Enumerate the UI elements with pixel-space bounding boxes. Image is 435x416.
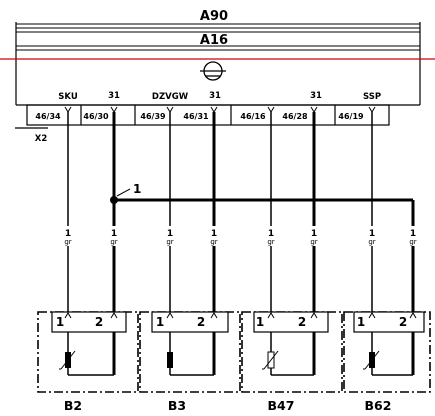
signal-label: DZVGW [152, 92, 189, 102]
connector-label: X2 [35, 134, 48, 144]
pin-label: 2 [298, 315, 306, 329]
component-label: B2 [64, 398, 82, 413]
pin-number: 46/16 [240, 112, 266, 121]
module-frame [0, 22, 435, 106]
junction-label: 1 [133, 182, 141, 196]
pin-number: 46/39 [140, 112, 166, 121]
sensor-b47: 1 2 [241, 311, 343, 393]
connector-block [15, 104, 390, 129]
wire-color: gr [110, 238, 117, 246]
sensor-b3: 1 2 [139, 311, 241, 393]
pin-number: 46/34 [35, 112, 61, 121]
wire-number: 1 [311, 229, 317, 239]
pin-label: 2 [95, 315, 103, 329]
signal-label: 31 [310, 91, 322, 101]
sensor-b62: 1 2 [343, 311, 431, 393]
pin-number: 46/31 [183, 112, 209, 121]
wire-color: gr [166, 238, 173, 246]
wire-color: gr [64, 238, 71, 246]
wire-number: 1 [167, 229, 173, 239]
thermistor-icon [363, 350, 380, 370]
wire-labels: 1 gr 1 gr 1 gr 1 gr 1 gr 1 gr 1 gr 1 gr [62, 226, 420, 246]
signal-label: SSP [363, 92, 381, 102]
component-label: B47 [268, 398, 295, 413]
pin-label: 2 [399, 315, 407, 329]
signal-label: SKU [58, 92, 78, 102]
wire-color: gr [368, 238, 375, 246]
thermistor-icon [59, 350, 76, 370]
wires [67, 112, 415, 320]
sensor-b2: 1 2 [37, 311, 139, 393]
junction-leader [116, 188, 131, 197]
sensor-element-icon [167, 352, 173, 368]
thermistor-icon [262, 350, 279, 370]
wire-number: 1 [111, 229, 117, 239]
junction-dot [110, 196, 118, 204]
wire-number: 1 [369, 229, 375, 239]
wire-number: 1 [211, 229, 217, 239]
pin-label: 1 [357, 315, 365, 329]
module-a90-label: A90 [200, 9, 228, 24]
pin-number: 46/28 [282, 112, 308, 121]
pin-label: 1 [256, 315, 264, 329]
module-a16-label: A16 [200, 33, 228, 48]
wire-number: 1 [65, 229, 71, 239]
wire-color: gr [310, 238, 317, 246]
wire-number: 1 [410, 229, 416, 239]
pin-label: 2 [197, 315, 205, 329]
pin-contacts [64, 106, 376, 113]
pin-number: 46/19 [338, 112, 364, 121]
signal-label: 31 [209, 91, 221, 101]
wire-color: gr [210, 238, 217, 246]
pin-label: 1 [156, 315, 164, 329]
component-label: B3 [168, 398, 186, 413]
wire-color: gr [409, 238, 416, 246]
pin-label: 1 [56, 315, 64, 329]
ground-symbol-icon [200, 61, 226, 81]
component-label: B62 [365, 398, 392, 413]
wire-color: gr [267, 238, 274, 246]
wire-number: 1 [268, 229, 274, 239]
pin-number: 46/30 [83, 112, 109, 121]
signal-label: 31 [108, 91, 120, 101]
